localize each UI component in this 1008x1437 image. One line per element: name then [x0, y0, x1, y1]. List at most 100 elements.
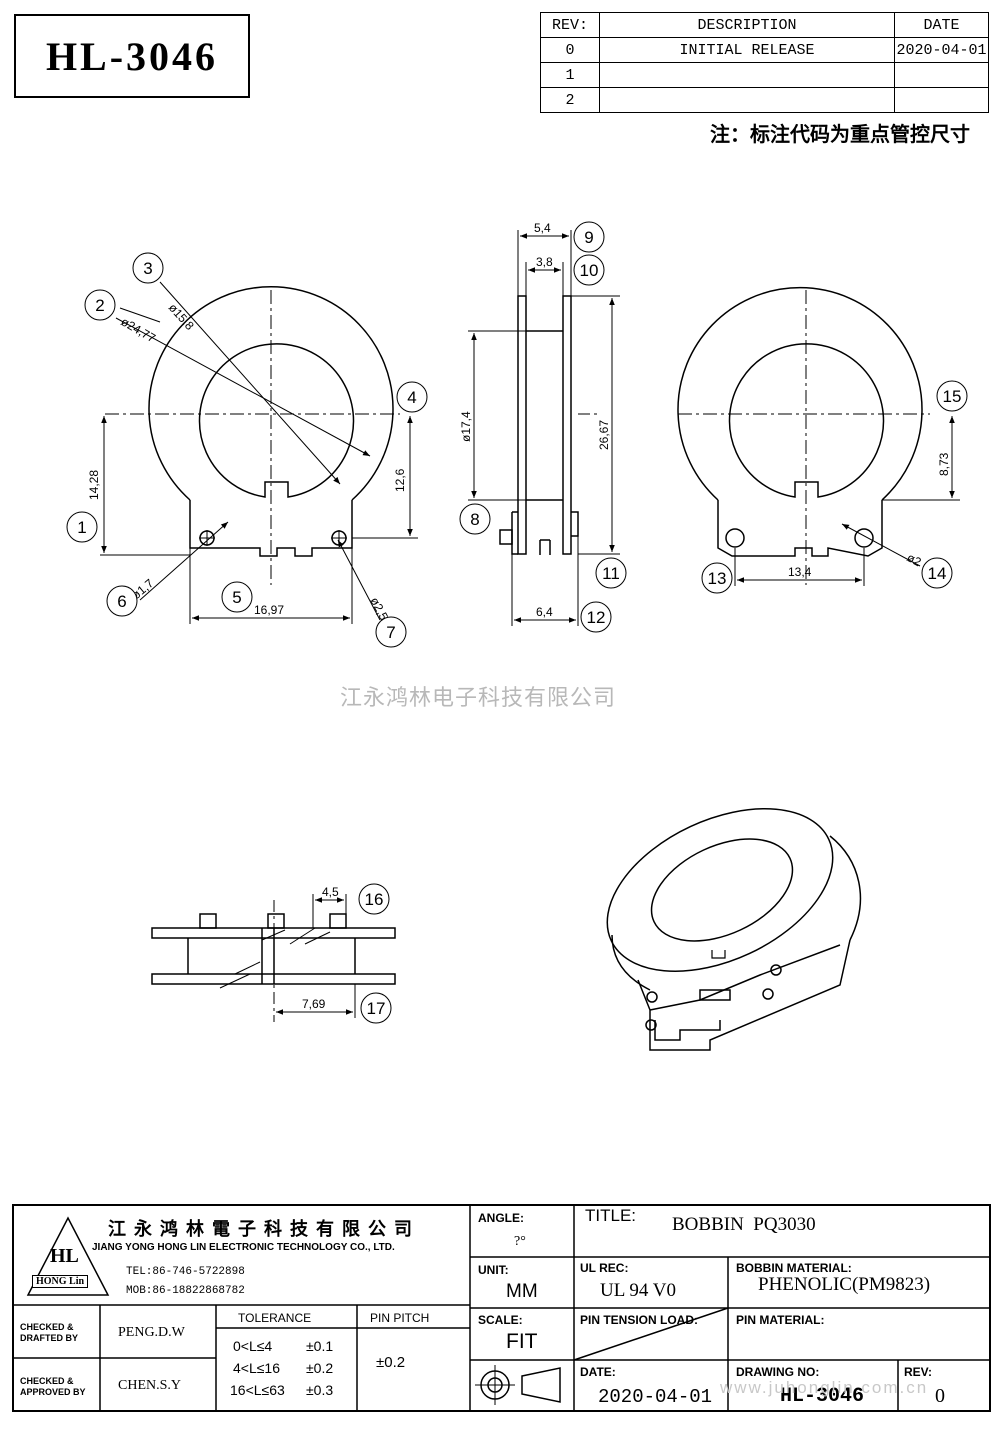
rear-pin-hole-left: [725, 528, 745, 548]
rev-cell: 2: [540, 87, 600, 113]
rear-inner-bore: [728, 343, 885, 498]
callout-number: 5: [232, 588, 241, 607]
callout-number: 12: [587, 608, 606, 627]
pin-pitch-value: ±0.2: [376, 1354, 406, 1371]
callout-circle: [921, 557, 953, 589]
callout-number: 14: [928, 564, 947, 583]
dim-w-6-4: 6,4: [536, 605, 553, 619]
side-pin: [499, 529, 513, 545]
pin-base-outline: [189, 500, 353, 557]
pin-material-label: PIN MATERIAL:: [736, 1313, 825, 1327]
callout-number: 9: [584, 228, 593, 247]
company-name-cn: 江永鸿林電子科技有限公司: [108, 1219, 420, 1240]
callout-number: 11: [602, 564, 620, 583]
unit-label: UNIT:: [478, 1263, 509, 1277]
callout-number: 2: [95, 296, 104, 315]
rear-pin-hole-right: [854, 528, 874, 548]
revision-table: REV: DESCRIPTION DATE 0 INITIAL RELEASE …: [540, 12, 989, 113]
dim-d-17-4: ø17,4: [459, 411, 473, 442]
callout-circle: [573, 254, 605, 286]
rev-label: REV:: [904, 1365, 933, 1379]
callout-circle: [459, 503, 491, 535]
front-view: [100, 281, 418, 624]
dim-w-13-4: 13,4: [788, 565, 812, 579]
rev-value: 0: [935, 1385, 945, 1407]
tolerance-value: ±0.3: [306, 1382, 334, 1398]
company-watermark: 江永鸿林电子科技有限公司: [340, 686, 617, 711]
rev-cell: 1: [540, 62, 600, 88]
callout-circle: [221, 581, 253, 613]
callout-number: 1: [77, 518, 86, 537]
rear-view: [677, 286, 960, 586]
callout-circle: [573, 221, 605, 253]
tolerance-value: ±0.2: [306, 1360, 334, 1376]
right-flange: [562, 295, 572, 555]
date-header: DATE: [894, 12, 989, 38]
scale-value: FIT: [506, 1330, 538, 1353]
inner-bore-outline: [198, 343, 355, 498]
callout-number: 13: [708, 569, 727, 588]
revision-row: 2: [540, 87, 989, 113]
title-label: TITLE:: [585, 1206, 637, 1225]
checked-approved-label: CHECKED & APPROVED BY: [20, 1376, 86, 1397]
isometric-view: [606, 808, 862, 1051]
part-number-box: HL-3046: [14, 14, 250, 98]
dim-h-26-67: 26,67: [597, 420, 611, 450]
callout-number: 3: [143, 259, 152, 278]
checked-drafted-label: CHECKED & DRAFTED BY: [20, 1322, 78, 1343]
date-value: 2020-04-01: [598, 1386, 713, 1408]
callout-number: 16: [365, 890, 384, 909]
pin-tension-label: PIN TENSION LOAD:: [580, 1313, 699, 1327]
part-number: HL-3046: [45, 33, 219, 79]
rear-outer-outline: [677, 286, 923, 501]
callout-circle: [595, 557, 627, 589]
callout-number: 8: [470, 510, 479, 529]
callout-number: 15: [943, 387, 962, 406]
tolerance-range: 0<L≤4: [233, 1338, 273, 1354]
title-value: BOBBIN PQ3030: [672, 1214, 816, 1235]
dim-w-7-69: 7,69: [302, 997, 326, 1011]
left-flange: [517, 295, 527, 555]
description-cell: INITIAL RELEASE: [599, 37, 895, 63]
callout-circle: [396, 381, 428, 413]
checked-approved-value: CHEN.S.Y: [118, 1378, 182, 1393]
callout-number: 6: [117, 592, 126, 611]
callout-number: 10: [580, 261, 599, 280]
company-name-en: JIANG YONG HONG LIN ELECTRONIC TECHNOLOG…: [92, 1242, 395, 1253]
dim-h-12-6: 12,6: [393, 468, 407, 492]
callout-number: 17: [367, 999, 386, 1018]
date-cell: 2020-04-01: [894, 37, 989, 63]
angle-label: ANGLE:: [478, 1211, 524, 1225]
tolerance-range: 4<L≤16: [233, 1360, 281, 1376]
outer-flange-outline: [148, 286, 394, 501]
ul-rec-value: UL 94 V0: [600, 1280, 676, 1301]
callout-circle: [84, 289, 116, 321]
revision-row: 1: [540, 62, 989, 88]
drawing-no-value: HL-3046: [780, 1385, 865, 1408]
bobbin-material-label: BOBBIN MATERIAL:: [736, 1261, 852, 1275]
callout-circle: [936, 380, 968, 412]
website-watermark: www.juhonglin.com.cn: [720, 1378, 929, 1397]
logo-letters: HL: [50, 1245, 79, 1267]
pin-pitch-label: PIN PITCH: [370, 1311, 430, 1325]
callout-circle: [106, 585, 138, 617]
logo-text: HONG Lin: [32, 1275, 89, 1288]
dim-w-16-97: 16,97: [254, 603, 284, 617]
tolerance-range: 16<L≤63: [230, 1382, 285, 1398]
callout-circle: [358, 883, 390, 915]
dim-h-8-73: 8,73: [937, 452, 951, 476]
angle-value: ?°: [514, 1234, 526, 1249]
title-block-frame: [12, 1204, 991, 1412]
dim-w-3-8: 3,8: [536, 255, 553, 269]
tolerance-label: TOLERANCE: [238, 1311, 312, 1325]
checked-drafted-value: PENG.D.W: [118, 1325, 185, 1340]
callout-circle: [701, 562, 733, 594]
revision-row: 0 INITIAL RELEASE 2020-04-01: [540, 37, 989, 63]
section-view: [151, 894, 396, 1022]
control-dimension-note: 注：标注代码为重点管控尺寸: [710, 122, 970, 146]
iso-inner-bore: [650, 838, 794, 942]
callout-number: 7: [386, 623, 395, 642]
ul-rec-label: UL REC:: [580, 1261, 629, 1275]
